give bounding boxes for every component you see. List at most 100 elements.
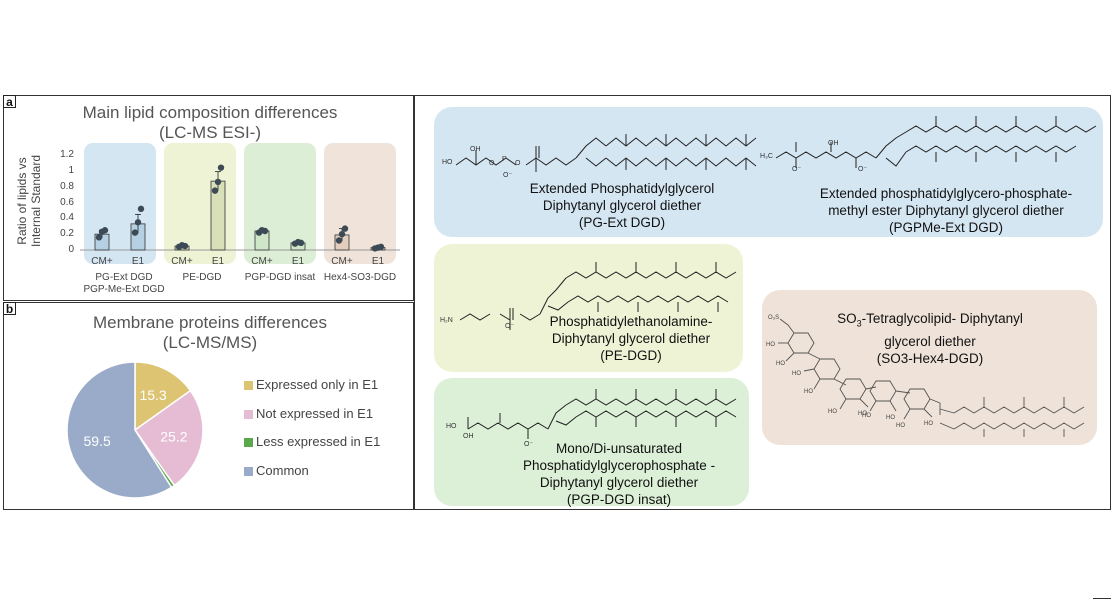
pgpme-ext-line3: (PGPMe-Ext DGD) xyxy=(888,220,1003,235)
pg-ext-atom-o2: O xyxy=(515,160,521,167)
data-point-1-1 xyxy=(134,219,142,226)
pgpme-atom-o-minus1: O⁻ xyxy=(792,166,802,173)
panel-a-title-line1: Main lipid composition differences xyxy=(82,103,338,122)
so3-hex4-line1-prefix: SO xyxy=(837,311,857,326)
group-label-pgp-dgd: PGP-DGD insat xyxy=(244,272,316,283)
legend-swatch-common xyxy=(244,467,253,476)
legend-swatch-less-expressed xyxy=(244,438,253,447)
panel-b-title: Membrane proteins differences (LC-MS/MS) xyxy=(40,313,380,353)
pgp-dgd-line4: (PGP-DGD insat) xyxy=(566,492,672,507)
legend-swatch-expressed-only xyxy=(244,381,253,390)
x-tick-label: CM+ xyxy=(91,256,113,267)
y-tick-label: 1.2 xyxy=(60,149,74,160)
so3-hex4-line3: (SO3-Hex4-DGD) xyxy=(876,350,984,366)
panel-a xyxy=(3,95,414,301)
pg-ext-atom-p: P xyxy=(502,156,507,163)
group-label-pg-ext-line1: PG-Ext DGD xyxy=(95,272,153,283)
pgpme-atom-o-minus2: O⁻ xyxy=(858,166,868,173)
pe-dgd-line3: (PE-DGD) xyxy=(600,348,662,363)
pgp-dgd-line3: Diphytanyl glycerol diether xyxy=(539,475,699,490)
legend-common: Common xyxy=(256,463,309,478)
svg-text:HO: HO xyxy=(924,421,933,427)
x-tick-label: CM+ xyxy=(171,256,193,267)
x-tick-label: E1 xyxy=(291,256,305,267)
panel-b-title-line2: (LC-MS/MS) xyxy=(162,333,258,352)
legend-not-expressed: Not expressed in E1 xyxy=(256,406,374,421)
y-tick-label: 0.8 xyxy=(60,180,74,192)
x-tick-label: E1 xyxy=(371,256,385,267)
group-label-hex4: Hex4-SO3-DGD xyxy=(323,272,397,283)
pg-ext-line1: Extended Phosphatidylglycerol xyxy=(529,181,715,196)
data-point-3-0 xyxy=(211,187,219,194)
card-so3-hex4 xyxy=(762,290,1097,445)
panel-b-letter: b xyxy=(3,302,16,315)
pgp-dgd-line2: Phosphatidylglycerophosphate - xyxy=(522,458,716,473)
group-label-pg-ext: PG-Ext DGD PGP-Me-Ext DGD xyxy=(74,272,174,296)
panel-b xyxy=(3,302,414,510)
svg-text:HO: HO xyxy=(862,413,871,419)
pe-dgd-line1: Phosphatidylethanolamine- xyxy=(549,314,713,329)
svg-text:HO: HO xyxy=(828,409,837,415)
data-point-3-1 xyxy=(214,178,222,186)
pg-ext-atom-oh: OH xyxy=(470,146,481,153)
pe-dgd-caption: Phosphatidylethanolamine- Diphytanyl gly… xyxy=(526,313,736,364)
pgp-dgd-structure-drawing xyxy=(467,389,737,439)
pe-dgd-structure-drawing xyxy=(459,262,737,330)
pg-ext-atom-o-minus: O⁻ xyxy=(503,172,513,179)
data-point-0-0 xyxy=(95,234,103,241)
pie-slice-1 xyxy=(133,389,204,487)
data-point-6-1 xyxy=(338,230,346,238)
pg-ext-line3: (PG-Ext DGD) xyxy=(578,215,666,230)
pie-label-3: 59.5 xyxy=(84,433,111,449)
panel-a-title: Main lipid composition differences (LC-M… xyxy=(40,103,380,143)
pgp-dgd-caption: Mono/Di-unsaturated Phosphatidylglycerop… xyxy=(494,440,744,508)
corner-mark xyxy=(1093,598,1111,599)
x-tick-label: CM+ xyxy=(331,256,353,267)
data-point-1-0 xyxy=(131,229,139,236)
pg-ext-atom-o1: O xyxy=(489,160,495,167)
pie-slice-0 xyxy=(134,361,192,432)
so3-hex4-caption: SO3-Tetraglycolipid- Diphytanyl glycerol… xyxy=(818,310,1042,367)
legend-expressed-only: Expressed only in E1 xyxy=(256,377,379,392)
panel-a-title-line2: (LC-MS ESI-) xyxy=(159,123,261,142)
svg-text:HO: HO xyxy=(776,361,785,367)
pgp-atom-ho: HO xyxy=(446,423,457,430)
y-tick-label: 0 xyxy=(68,244,74,255)
data-point-6-0 xyxy=(335,237,343,244)
pgpme-ext-line1: Extended phosphatidylglycero-phosphate- xyxy=(819,186,1073,201)
pgpme-ext-caption: Extended phosphatidylglycero-phosphate- … xyxy=(798,185,1094,236)
svg-text:HO: HO xyxy=(886,415,895,421)
pg-ext-caption: Extended Phosphatidylglycerol Diphytanyl… xyxy=(504,180,740,231)
pgp-atom-oh: OH xyxy=(463,433,474,440)
pgpme-atom-oh: OH xyxy=(828,140,839,147)
so3-hex4-line2: glycerol diether xyxy=(884,333,976,349)
x-tick-label: E1 xyxy=(211,256,225,267)
group-label-pg-ext-line2: PGP-Me-Ext DGD xyxy=(83,284,165,295)
legend-less-expressed: Less expressed in E1 xyxy=(256,434,381,449)
data-point-1-2 xyxy=(137,205,145,213)
so3-hex4-line1-sub: 3 xyxy=(856,318,862,329)
svg-text:HO: HO xyxy=(792,371,801,377)
card-pe-dgd xyxy=(434,244,743,372)
structures-panel xyxy=(414,95,1111,510)
data-point-5-2 xyxy=(297,239,305,247)
y-tick-label: 0.4 xyxy=(60,212,74,224)
svg-text:HO: HO xyxy=(858,411,867,417)
pgpme-ext-line2: methyl ester Diphytanyl glycerol diether xyxy=(828,203,1064,218)
pgpme-atom-h3c: H₃C xyxy=(760,153,773,160)
data-point-6-2 xyxy=(341,225,349,232)
svg-text:HO: HO xyxy=(804,389,813,395)
data-point-2-2 xyxy=(181,242,189,250)
panel-a-letter: a xyxy=(3,95,16,108)
so3-hex4-line1-rest: -Tetraglycolipid- Diphytanyl xyxy=(861,311,1023,326)
svg-text:HO: HO xyxy=(896,423,905,429)
pe-dgd-line2: Diphytanyl glycerol diether xyxy=(551,331,711,346)
pie-label-0: 15.3 xyxy=(139,387,166,403)
data-point-4-2 xyxy=(261,227,269,235)
pie-slice-3 xyxy=(66,361,173,499)
x-tick-label: CM+ xyxy=(251,256,273,267)
pg-ext-line2: Diphytanyl glycerol diether xyxy=(542,198,702,213)
bar-chart xyxy=(80,143,400,264)
data-point-3-2 xyxy=(217,164,225,171)
